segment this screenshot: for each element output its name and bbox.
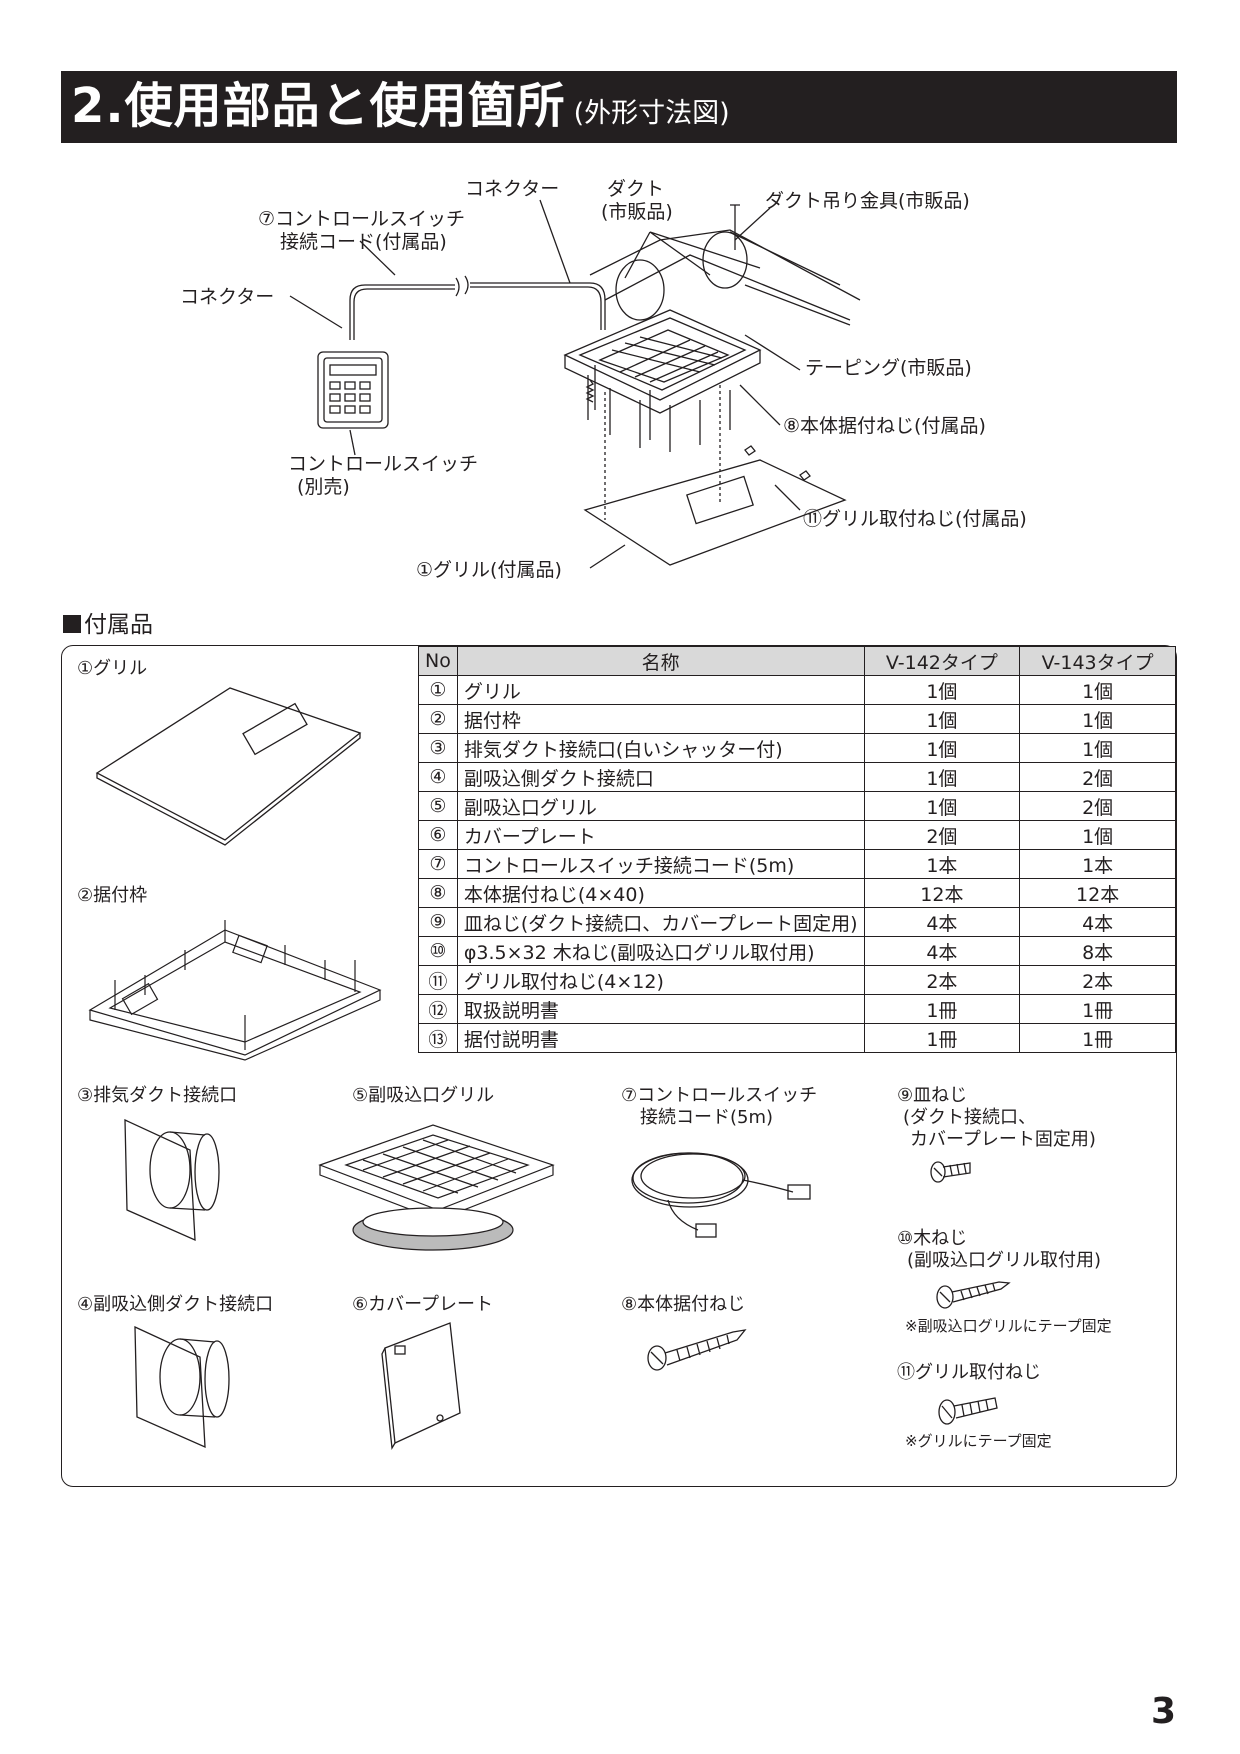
countersunk-screw-icon	[930, 1161, 971, 1183]
sub-grille-illustration	[318, 1124, 555, 1251]
caption-frame: ②据付枠	[77, 885, 148, 906]
caption-wood-screw-line2: (副吸込口グリル取付用)	[907, 1250, 1102, 1271]
label-switch-line2: (別売)	[297, 476, 350, 498]
page-subtitle: (外形寸法図)	[573, 98, 730, 129]
label-grille: ①グリル(付属品)	[416, 559, 562, 581]
label-duct-market: (市販品)	[601, 201, 673, 223]
label-duct-hanger: ダクト吊り金具(市販品)	[765, 190, 970, 212]
grille-screw-icon	[938, 1397, 998, 1425]
caption-sub-grille: ⑤副吸込口グリル	[352, 1085, 495, 1106]
exhaust-duct-illustration	[124, 1118, 220, 1242]
wood-screw-icon	[936, 1281, 1011, 1309]
sub-duct-illustration	[134, 1325, 230, 1449]
label-switch-line1: コントロールスイッチ	[288, 453, 479, 475]
grille-screw-note: ※グリルにテープ固定	[905, 1432, 1052, 1450]
square-bullet-icon	[63, 615, 81, 633]
caption-exhaust-duct: ③排気ダクト接続口	[77, 1085, 238, 1106]
wood-screw-note: ※副吸込口グリルにテープ固定	[905, 1317, 1112, 1335]
label-connector-left: コネクター	[180, 286, 275, 308]
caption-countersunk-line3: カバープレート固定用)	[910, 1129, 1096, 1150]
caption-cord-line1: ⑦コントロールスイッチ	[621, 1085, 818, 1106]
caption-cover-plate: ⑥カバープレート	[352, 1294, 494, 1315]
page-title: 2.使用部品と使用箇所(外形寸法図)	[71, 75, 730, 145]
caption-wood-screw-line1: ⑩木ねじ	[897, 1228, 968, 1249]
label-taping: テーピング(市販品)	[805, 357, 972, 379]
col-name: 名称	[456, 646, 865, 676]
caption-countersunk-line2: (ダクト接続口、	[903, 1107, 1037, 1128]
caption-body-screw: ⑧本体据付ねじ	[621, 1294, 746, 1315]
label-body-screw: ⑧本体据付ねじ(付属品)	[783, 415, 986, 437]
body-screw-icon	[647, 1329, 747, 1371]
grille-illustration	[95, 687, 362, 846]
caption-countersunk-line1: ⑨皿ねじ	[897, 1085, 968, 1106]
title-bar: 2.使用部品と使用箇所(外形寸法図)	[61, 71, 1177, 143]
cord-illustration	[631, 1152, 811, 1238]
accessories-box	[61, 645, 1177, 1487]
label-cord-line1: ⑦コントロールスイッチ	[258, 208, 466, 230]
caption-sub-duct: ④副吸込側ダクト接続口	[77, 1294, 274, 1315]
accessories-heading-text: 付属品	[84, 612, 153, 638]
page-title-text: 2.使用部品と使用箇所	[71, 78, 566, 134]
frame-illustration	[88, 920, 382, 1061]
page-number: 3	[1150, 1691, 1176, 1732]
installation-diagram	[289, 199, 861, 569]
label-duct: ダクト	[607, 178, 665, 200]
col-v143: V-143タイプ	[1019, 646, 1176, 676]
caption-cord-line2: 接続コード(5m)	[640, 1107, 774, 1128]
caption-grille-screw: ⑪グリル取付ねじ	[897, 1362, 1041, 1383]
label-grille-screw: ⑪グリル取付ねじ(付属品)	[803, 508, 1027, 530]
accessories-heading: 付属品	[63, 605, 153, 639]
col-v142: V-142タイプ	[863, 646, 1021, 676]
label-connector-top: コネクター	[465, 178, 560, 200]
col-no: No	[418, 646, 458, 676]
cover-plate-illustration	[381, 1322, 461, 1450]
parts-table-header: No 名称 V-142タイプ V-143タイプ	[418, 646, 1176, 676]
caption-grille: ①グリル	[77, 658, 148, 679]
label-cord-line2: 接続コード(付属品)	[280, 231, 447, 253]
